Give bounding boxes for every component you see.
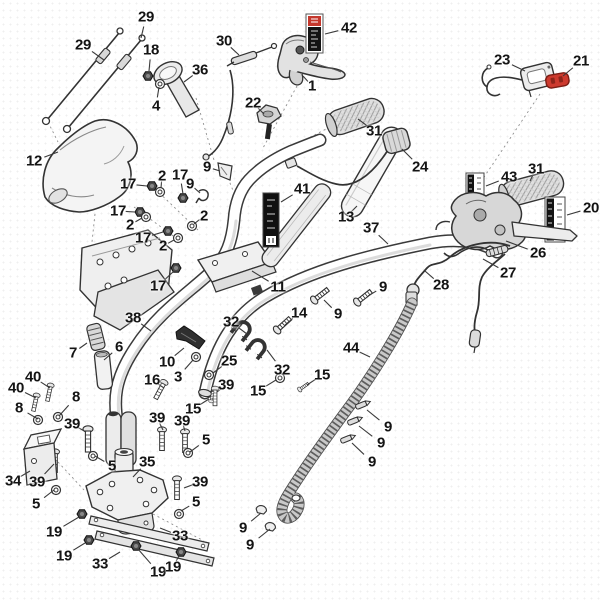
part-11-plate: [196, 241, 277, 296]
part-29-cables: [41, 27, 146, 134]
part-9-caps: [254, 504, 277, 532]
console-mount-plates: [79, 229, 175, 331]
part-31-grip-left: [324, 97, 385, 138]
part-6-bushing: [93, 350, 114, 390]
part-9-screw-a: [351, 287, 375, 309]
part-38-tube-left: [105, 133, 327, 467]
part-15-washer: [274, 372, 286, 384]
part-16-bolt: [151, 377, 170, 401]
part-42-warning-sticker: [305, 13, 324, 54]
part-9-clip: [217, 162, 233, 181]
part-41-bar: [261, 183, 332, 268]
part-27-cable: [443, 244, 509, 354]
part-7-spring: [86, 322, 106, 351]
part-22-lever: [256, 104, 282, 140]
part-44-hose: [276, 291, 418, 524]
part-30-cable: [202, 42, 278, 161]
part-9-screw-b: [308, 285, 332, 307]
part-26-lever-assembly: [435, 191, 578, 251]
callout-leader-lines: [20, 26, 581, 565]
part-36-knob: [153, 61, 200, 118]
part-18-nut: [142, 71, 154, 81]
part-1-throttle-lever: [276, 34, 346, 86]
part-25-washer: [203, 369, 215, 381]
part-14-screw: [271, 314, 294, 336]
part-9-hook: [195, 189, 209, 204]
part-34-bracket: [22, 428, 63, 486]
part-10-lever: [175, 325, 206, 350]
part-4-washer: [154, 78, 166, 90]
part-33-straps: [88, 515, 215, 567]
part-15-screw-b: [296, 380, 311, 394]
part-21-switch-highlighted: [545, 72, 570, 89]
part-12-console: [42, 119, 138, 213]
